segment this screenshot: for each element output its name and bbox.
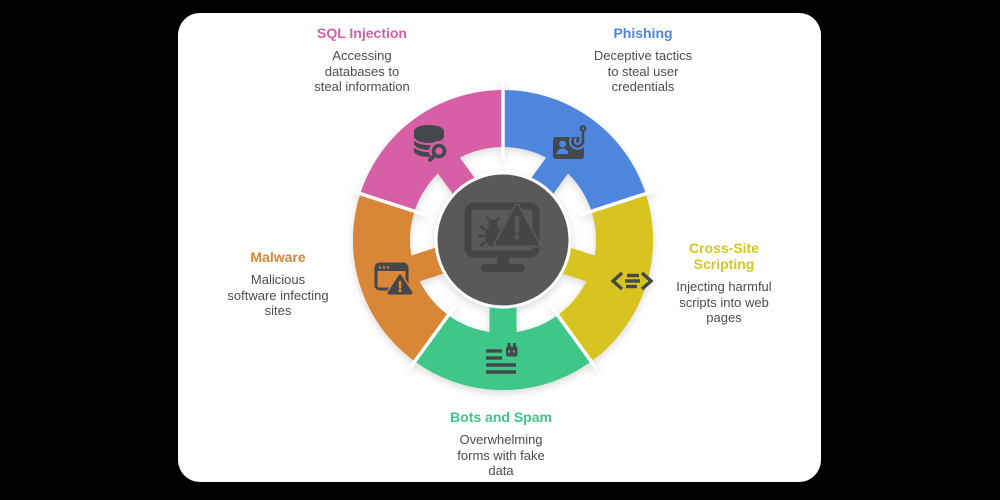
label-description: Accessing databases to steal information	[314, 48, 410, 94]
label-phishing: Phishing Deceptive tactics to steal user…	[568, 25, 718, 95]
label-malware: Malware Malicious software infecting sit…	[203, 249, 353, 319]
label-title: SQL Injection	[317, 25, 407, 41]
browser-alert-icon	[374, 262, 414, 296]
label-sql-injection: SQL Injection Accessing databases to ste…	[287, 25, 437, 95]
label-description: Overwhelming forms with fake data	[457, 432, 545, 478]
segment-dividers	[350, 80, 656, 371]
segment-cross-site-scripting	[557, 193, 654, 362]
label-title: Malware	[250, 249, 306, 265]
label-title: Phishing	[613, 25, 673, 41]
idcard-hook-icon	[553, 125, 587, 159]
label-title: Cross-Site Scripting	[688, 240, 760, 272]
label-description: Injecting harmful scripts into web pages	[676, 279, 772, 325]
label-bots-and-spam: Bots and Spam Overwhelming forms with fa…	[426, 409, 576, 479]
infected-computer-icon	[464, 202, 541, 272]
label-description: Deceptive tactics to steal user credenti…	[593, 48, 693, 94]
label-description: Malicious software infecting sites	[227, 272, 329, 318]
code-script-icon	[610, 271, 654, 291]
bot-form-icon	[486, 343, 519, 374]
label-title: Bots and Spam	[450, 409, 552, 425]
label-cross-site-scripting: Cross-Site Scripting Injecting harmful s…	[659, 240, 789, 326]
database-search-icon	[412, 125, 449, 162]
segment-bots-and-spam	[414, 315, 592, 391]
